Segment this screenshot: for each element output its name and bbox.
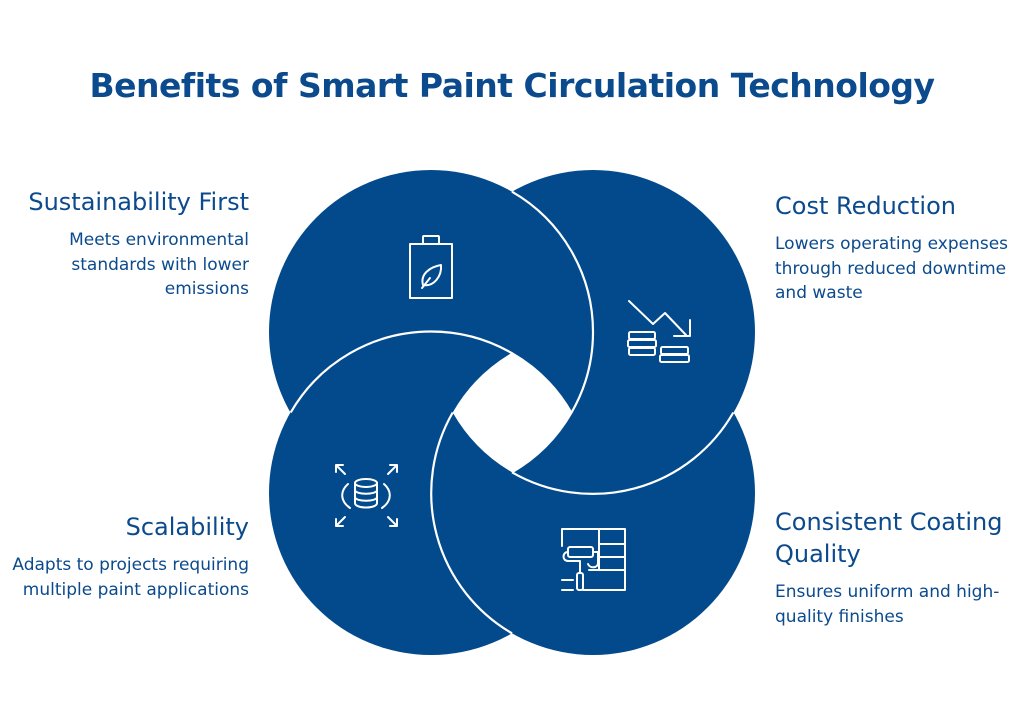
arc-divider [511,190,595,474]
diagram-title: Benefits of Smart Paint Circulation Tech… [89,66,935,105]
separator-arcs [289,190,735,635]
arc-divider [511,411,735,495]
benefit-sustainability: Sustainability First Meets environmental… [9,186,249,302]
battery-leaf-icon [409,235,453,299]
coins-down-trend-icon [627,300,691,363]
benefit-cost-reduction: Cost Reduction Lowers operating expenses… [775,190,1015,306]
benefit-heading: Cost Reduction [775,192,956,220]
benefit-description: Meets environmental standards with lower… [69,230,249,299]
benefit-description: Lowers operating expenses through reduce… [775,234,1009,303]
benefit-heading: Consistent Coating Quality [775,508,1003,568]
benefit-heading: Scalability [125,513,249,541]
paint-roller-wall-icon [561,528,626,591]
arc-divider [289,330,573,414]
database-expand-icon [335,464,398,527]
benefit-description: Ensures uniform and high-quality finishe… [775,582,1000,627]
benefit-description: Adapts to projects requiring multiple pa… [12,555,249,600]
benefit-scalability: Scalability Adapts to projects requiring… [9,511,249,602]
center-hole [452,352,572,473]
benefit-heading: Sustainability First [28,188,249,216]
benefit-coating-quality: Consistent Coating Quality Ensures unifo… [775,506,1005,629]
arc-divider [430,411,513,635]
